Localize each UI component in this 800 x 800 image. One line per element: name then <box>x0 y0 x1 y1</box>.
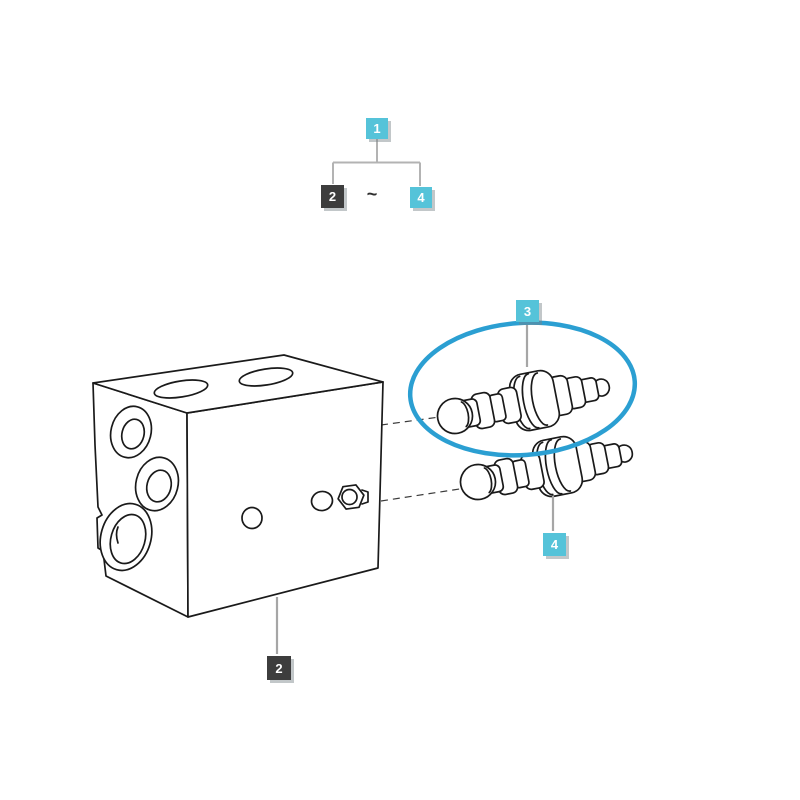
legend-range-start-badge[interactable]: 2 <box>321 185 344 208</box>
callout-badge-top-cartridge[interactable]: 3 <box>516 300 539 322</box>
front-port-oval <box>310 490 334 512</box>
front-port-small <box>241 506 263 530</box>
top-port-right <box>238 367 294 387</box>
legend-range-separator: ~ <box>366 183 378 204</box>
front-plug-hex <box>337 484 369 510</box>
callout-badge-valve-block[interactable]: 2 <box>267 656 291 680</box>
legend-root-badge[interactable]: 1 <box>366 118 388 139</box>
cartridge-bottom-drawing <box>454 423 639 515</box>
callout-badge-bottom-cartridge[interactable]: 4 <box>543 533 566 556</box>
assembly-dashed-leaders <box>380 415 467 502</box>
legend-bracket-lines <box>332 139 421 186</box>
side-port-top <box>109 405 153 459</box>
valve-block-drawing <box>92 354 384 618</box>
top-port-left <box>153 379 209 399</box>
side-port-bottom <box>99 502 153 572</box>
cartridge-top-drawing <box>431 357 616 449</box>
legend-range-end-badge[interactable]: 4 <box>410 187 432 208</box>
callout-leader-lines <box>275 323 555 654</box>
highlight-ellipse <box>407 320 638 458</box>
side-port-middle <box>134 456 180 512</box>
